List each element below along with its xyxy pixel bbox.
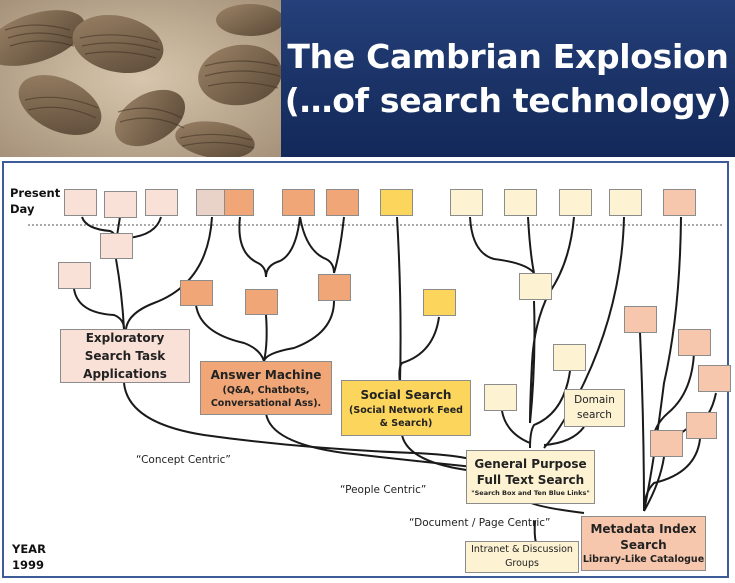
document-centric-label: “Document / Page Centric” bbox=[409, 517, 551, 529]
exploratory-search-node: Exploratory Search Task Applications bbox=[60, 329, 190, 383]
exploratory-line1: Exploratory bbox=[85, 331, 165, 345]
general-leaf bbox=[450, 189, 483, 216]
general-purpose-search-node: General Purpose Full Text Search "Search… bbox=[466, 450, 595, 504]
social-search-sub2: & Search) bbox=[379, 418, 433, 429]
year-label-line2: 1999 bbox=[12, 558, 45, 572]
general-leaf bbox=[504, 189, 537, 216]
domain-search-line1: Domain bbox=[574, 394, 615, 406]
answer-machine-sub1: (Q&A, Chatbots, bbox=[222, 385, 310, 396]
intranet-discussion-node: Intranet & Discussion Groups bbox=[465, 541, 579, 573]
general-leaf bbox=[609, 189, 642, 216]
metadata-index-line2: Search bbox=[620, 537, 667, 552]
metadata-index-sub: Library-Like Catalogue bbox=[582, 553, 705, 565]
answer-machine-sub2: Conversational Ass). bbox=[210, 398, 322, 409]
answer-machine-title: Answer Machine bbox=[210, 368, 322, 382]
metadata-index-search-node: Metadata Index Search Library-Like Catal… bbox=[581, 516, 706, 571]
intranet-line1: Intranet & Discussion bbox=[471, 544, 573, 555]
present-day-label: Present Day bbox=[10, 185, 60, 217]
domain-search-line2: search bbox=[577, 409, 612, 421]
social-branch-node bbox=[423, 289, 456, 316]
present-day-line2: Day bbox=[10, 202, 35, 216]
metadata-index-line1: Metadata Index bbox=[590, 521, 697, 536]
general-purpose-sub: "Search Box and Ten Blue Links" bbox=[471, 488, 590, 497]
metadata-branch-node bbox=[686, 412, 717, 439]
general-purpose-line2: Full Text Search bbox=[476, 472, 585, 487]
answer-branch-node bbox=[245, 289, 278, 315]
intranet-line2: Groups bbox=[505, 558, 539, 569]
answer-machine-node: Answer Machine (Q&A, Chatbots, Conversat… bbox=[200, 361, 332, 415]
exploratory-leaf bbox=[104, 191, 137, 218]
year-label: YEAR 1999 bbox=[12, 541, 46, 573]
evolution-tree-diagram: Present Day YEAR 1999 bbox=[2, 161, 731, 578]
exploratory-line2: Search Task bbox=[84, 349, 166, 363]
trilobite-fossil-photo bbox=[0, 0, 281, 157]
answer-branch-node bbox=[180, 280, 213, 306]
domain-search-node: Domain search bbox=[564, 389, 625, 427]
general-branch-node bbox=[484, 384, 517, 411]
general-purpose-line1: General Purpose bbox=[474, 456, 587, 471]
metadata-branch-node bbox=[624, 306, 657, 333]
exploratory-leaf bbox=[145, 189, 178, 216]
exploratory-line3: Applications bbox=[83, 367, 167, 381]
metadata-branch-node bbox=[650, 430, 683, 457]
exploratory-branch-node bbox=[58, 262, 91, 289]
social-search-node: Social Search (Social Network Feed & Sea… bbox=[341, 380, 471, 436]
social-search-sub1: (Social Network Feed bbox=[349, 405, 463, 416]
social-leaf bbox=[380, 189, 413, 216]
answer-leaf bbox=[282, 189, 315, 216]
metadata-branch-node bbox=[678, 329, 711, 356]
exploratory-leaf bbox=[64, 189, 97, 216]
people-centric-label: “People Centric” bbox=[340, 484, 427, 496]
title-line-2: (…of search technology) bbox=[284, 80, 732, 120]
metadata-branch-node bbox=[698, 365, 731, 392]
general-leaf bbox=[559, 189, 592, 216]
title-banner: The Cambrian Explosion (…of search techn… bbox=[281, 0, 735, 157]
exploratory-branch-node bbox=[100, 233, 133, 259]
metadata-leaf bbox=[663, 189, 696, 216]
title-line-1: The Cambrian Explosion bbox=[287, 36, 729, 76]
year-label-line1: YEAR bbox=[12, 542, 46, 556]
general-branch-node bbox=[519, 273, 552, 300]
answer-branch-node bbox=[318, 274, 351, 301]
answer-leaf bbox=[326, 189, 359, 216]
general-branch-node bbox=[553, 344, 586, 371]
tree-branches bbox=[28, 216, 724, 544]
present-day-line1: Present bbox=[10, 186, 61, 200]
branch-curves bbox=[73, 216, 717, 544]
concept-centric-label: “Concept Centric” bbox=[136, 454, 231, 466]
social-search-title: Social Search bbox=[360, 388, 452, 402]
answer-leaf bbox=[224, 189, 254, 216]
